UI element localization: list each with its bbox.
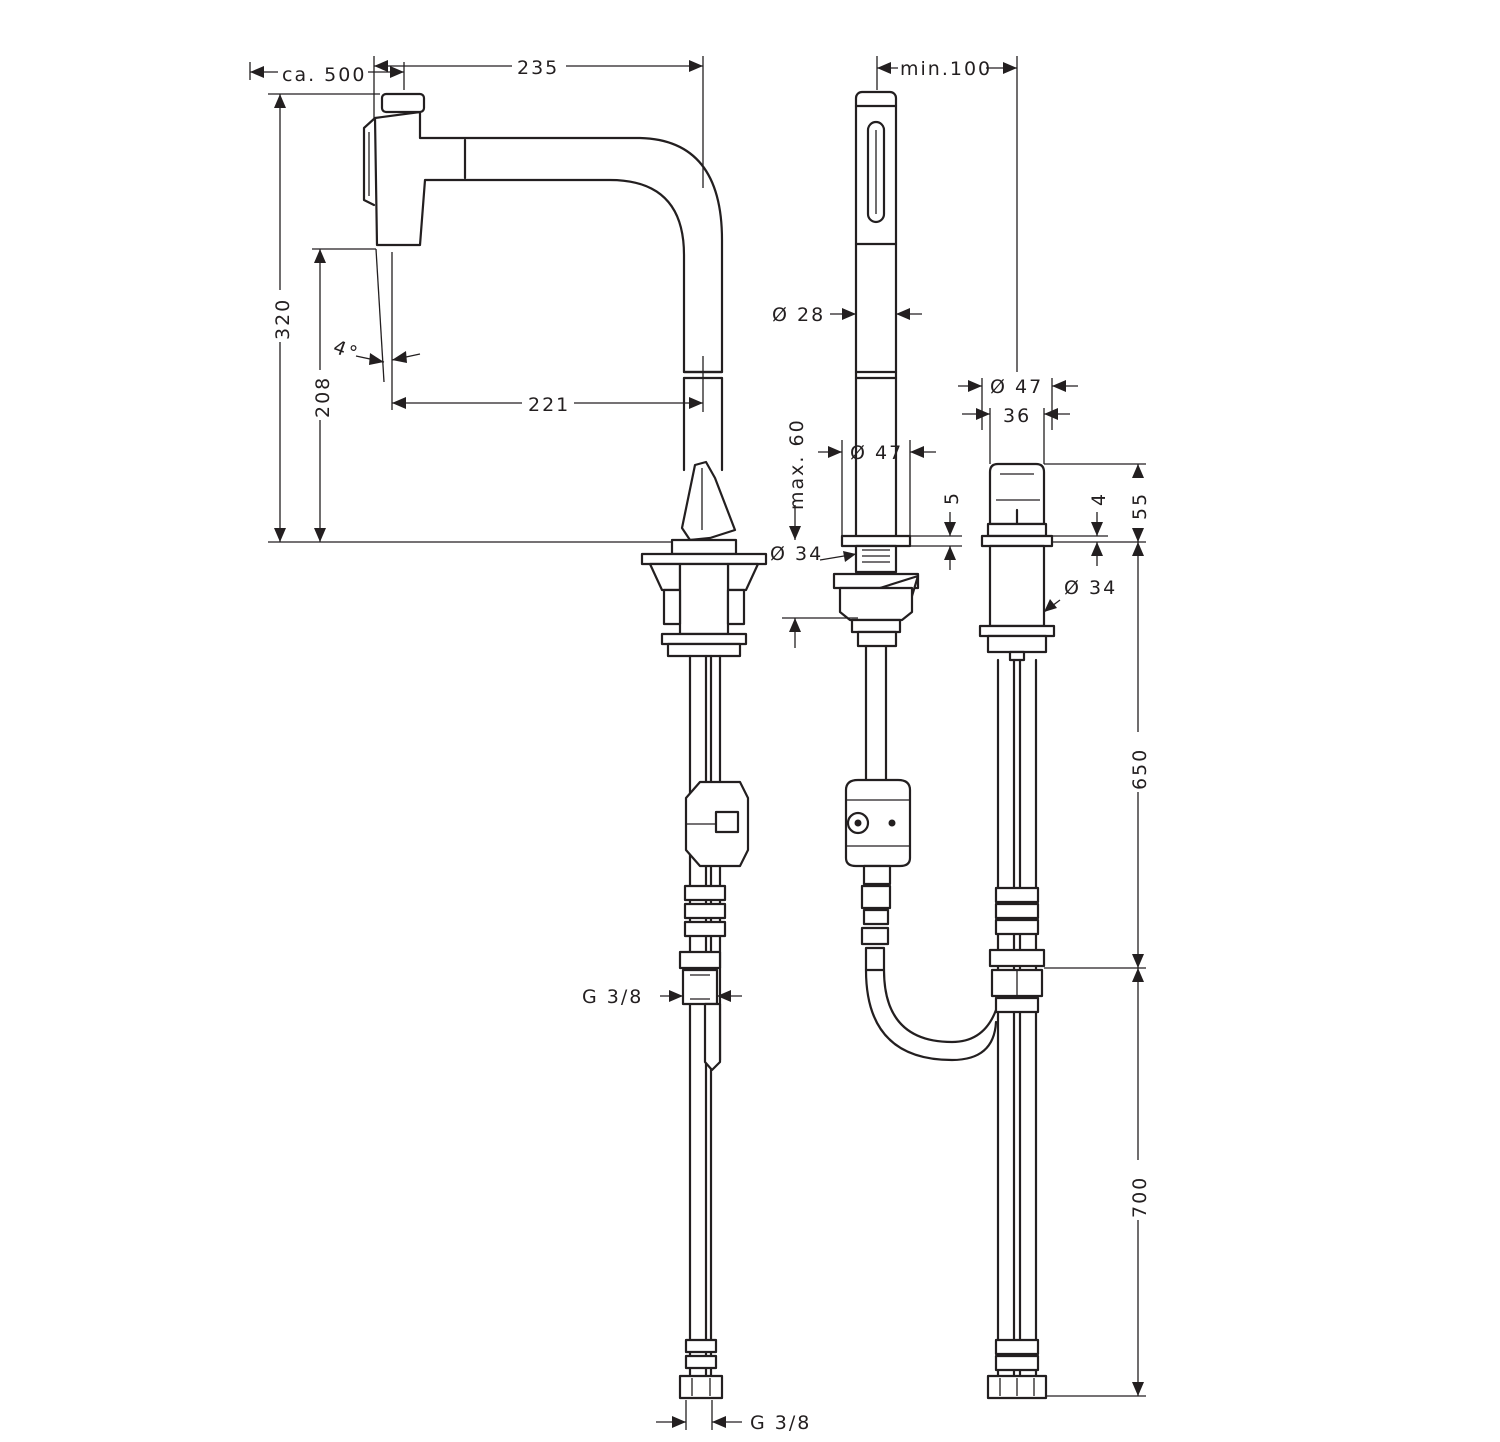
mixer-lever-view [978,462,1056,1400]
dimension-labels: ca. 500 235 320 208 4° 221 min.100 Ø 28 … [272,57,1151,1434]
dim-dia-47-lever: Ø 47 [990,376,1043,398]
dim-max-60: max. 60 [786,418,808,510]
dim-g38-side: G 3/8 [582,986,643,1008]
handshower-view [832,90,998,1062]
faucet-side-view [362,92,768,1400]
dim-angle-4: 4° [330,336,362,365]
dim-36: 36 [1003,405,1031,427]
handshower-dimension-lines [782,56,1018,648]
dim-4: 4 [1088,492,1110,506]
dim-g38-bottom: G 3/8 [750,1412,811,1434]
dim-5: 5 [941,491,963,505]
faucet-dimension-lines [249,56,742,1430]
lever-dimension-lines [958,378,1146,1397]
dim-dia-28: Ø 28 [772,304,825,326]
dim-208: 208 [312,376,334,418]
dim-700: 700 [1129,1176,1151,1218]
dim-dia-34-lever: Ø 34 [1064,577,1117,599]
dim-55: 55 [1129,492,1151,520]
dim-dia-47-spray: Ø 47 [850,442,903,464]
dim-min-100: min.100 [900,58,992,80]
dim-221: 221 [528,394,570,416]
dim-ca-500: ca. 500 [282,64,366,86]
dim-dia-34-spray: Ø 34 [770,543,823,565]
dim-320: 320 [272,298,294,340]
dim-235: 235 [517,57,559,79]
dim-650: 650 [1129,748,1151,790]
